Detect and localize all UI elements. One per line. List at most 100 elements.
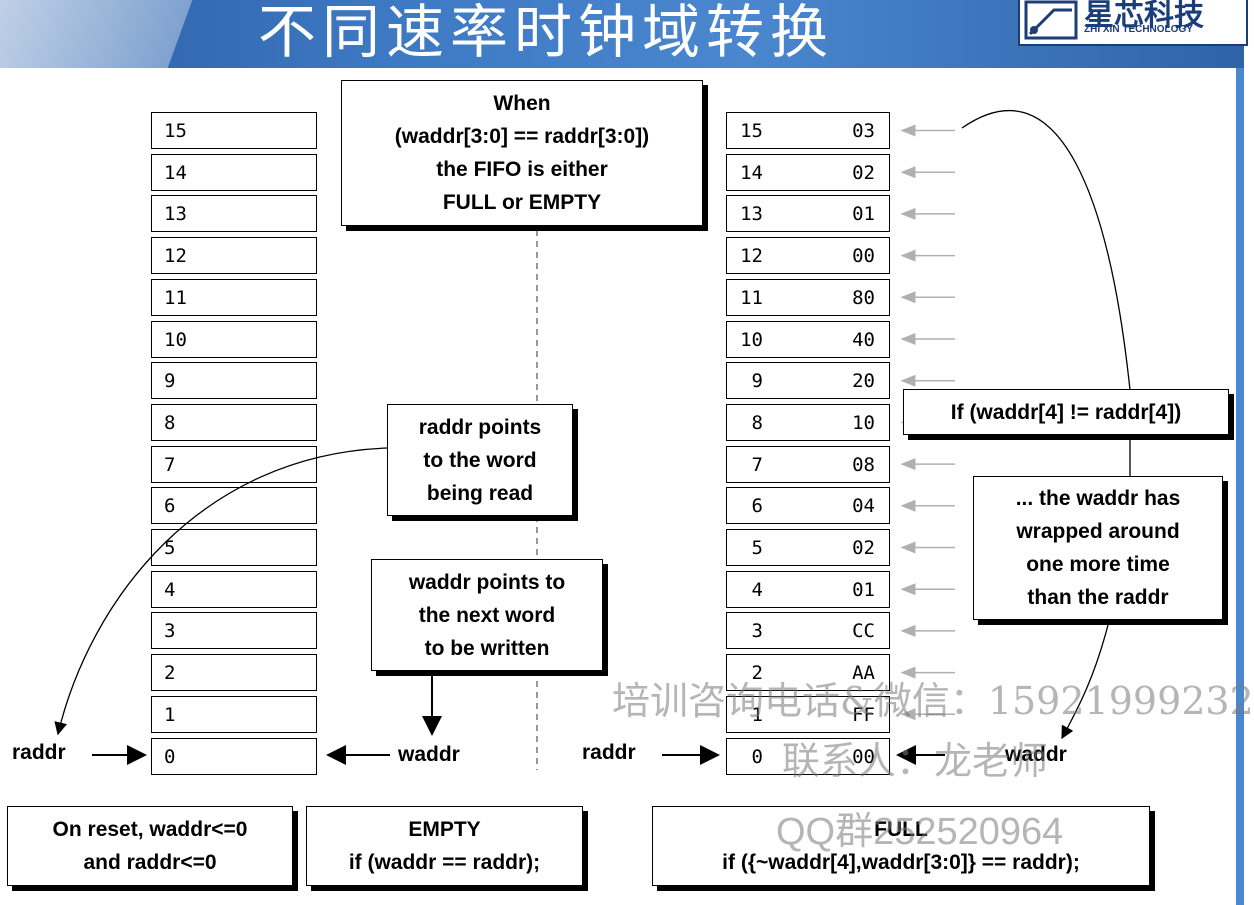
memory-cell: 14 xyxy=(151,153,317,191)
memory-cell: 8 xyxy=(151,403,317,441)
cell-address: 6 xyxy=(751,495,763,518)
box-line: if ({~waddr[4],waddr[3:0]} == raddr); xyxy=(722,851,1080,874)
cell-value: 80 xyxy=(852,286,875,309)
watermark-phone: 培训咨询电话&微信：15921999232 xyxy=(612,679,1254,723)
callout-line: being read xyxy=(426,481,534,505)
box-line: FULL xyxy=(874,818,928,841)
cell-address: 8 xyxy=(164,411,176,434)
cell-value: 03 xyxy=(852,120,875,142)
memory-cell: 0 xyxy=(151,737,317,775)
when-line: the FIFO is either xyxy=(436,158,608,181)
cell-address: 11 xyxy=(164,286,187,309)
memory-cell: 6 04 xyxy=(726,487,890,525)
cell-address: 10 xyxy=(740,328,763,351)
when-line: (waddr[3:0] == raddr[3:0]) xyxy=(394,125,650,148)
right-raddr-label: raddr xyxy=(582,741,636,764)
callout-line: to be written xyxy=(424,636,550,660)
cell-address: 12 xyxy=(740,245,763,268)
left-raddr-label: raddr xyxy=(12,741,66,764)
slide-title: 不同速率时钟域转换 xyxy=(258,0,835,66)
callout-line: raddr points xyxy=(418,415,542,439)
cell-value: 00 xyxy=(852,745,875,768)
cell-value: 02 xyxy=(852,161,875,184)
cell-address: 0 xyxy=(751,745,763,768)
memory-cell: 8 10 xyxy=(726,403,890,441)
msb-compare-callout: If (waddr[4] != raddr[4]) xyxy=(903,389,1229,435)
cell-address: 7 xyxy=(164,453,176,476)
cell-address: 13 xyxy=(740,203,763,226)
cell-address: 10 xyxy=(164,328,187,351)
cell-address: 11 xyxy=(740,286,763,309)
cell-value: 20 xyxy=(852,370,875,393)
memory-cell: 2 xyxy=(151,654,317,692)
cell-address: 12 xyxy=(164,245,187,268)
cell-address: 2 xyxy=(751,662,763,685)
box-line: On reset, waddr<=0 xyxy=(52,818,248,841)
memory-cell: 4 xyxy=(151,570,317,608)
cell-value: 08 xyxy=(852,453,875,476)
wrap-curve xyxy=(961,109,1131,391)
when-line: FULL or EMPTY xyxy=(442,191,602,214)
watermark-contact: 联系人：龙老师 xyxy=(782,739,1049,783)
box-line: EMPTY xyxy=(408,818,481,841)
memory-cell: 15 xyxy=(151,112,317,149)
callout-line: to the word xyxy=(423,448,537,472)
callout-line: wrapped around xyxy=(1016,520,1180,543)
cell-value: AA xyxy=(852,662,875,685)
cell-address: 5 xyxy=(751,537,763,559)
when-line: When xyxy=(493,92,551,115)
memory-cell: 13 xyxy=(151,195,317,233)
cell-address: 4 xyxy=(751,578,763,601)
company-logo: 星芯科技 ZHI XIN TECHNOLOGY xyxy=(1018,0,1248,46)
cell-address: 1 xyxy=(751,703,763,726)
callout-line: If (waddr[4] != raddr[4]) xyxy=(950,400,1182,424)
callout-line: than the raddr xyxy=(1027,586,1169,609)
cell-address: 6 xyxy=(164,495,176,518)
cell-address: 13 xyxy=(164,203,187,226)
cell-address: 4 xyxy=(164,578,176,601)
memory-cell: 14 02 xyxy=(726,153,890,191)
cell-address: 9 xyxy=(751,370,763,393)
cell-address: 3 xyxy=(164,620,176,643)
memory-cell: 3 xyxy=(151,612,317,650)
cell-value: 00 xyxy=(852,245,875,268)
callout-line: one more time xyxy=(1026,553,1170,576)
watermark-qq: QQ群252520964 xyxy=(776,811,1064,853)
raddr-curve-arrow xyxy=(54,447,388,736)
cell-value: 02 xyxy=(852,537,875,559)
callout-line: waddr points to xyxy=(408,570,566,594)
when-callout: When (waddr[3:0] == raddr[3:0]) the FIFO… xyxy=(341,80,703,226)
memory-cell: 5 xyxy=(151,529,317,566)
cell-address: 1 xyxy=(164,703,176,726)
raddr-points-callout: raddr points to the word being read xyxy=(387,404,573,516)
box-line: if (waddr == raddr); xyxy=(348,851,541,874)
left-waddr-label: waddr xyxy=(398,743,460,766)
cell-address: 2 xyxy=(164,662,176,685)
cell-address: 8 xyxy=(751,411,763,434)
cell-value: 10 xyxy=(852,411,875,434)
waddr-points-callout: waddr points to the next word to be writ… xyxy=(371,559,603,671)
logo-english-name: ZHI XIN TECHNOLOGY xyxy=(1084,24,1193,35)
cell-address: 3 xyxy=(751,620,763,643)
cell-address: 9 xyxy=(164,370,176,393)
right-waddr-label: waddr xyxy=(1005,743,1067,766)
memory-cell: 11 80 xyxy=(726,278,890,316)
cell-value: 40 xyxy=(852,328,875,351)
cell-address: 0 xyxy=(164,745,176,768)
cell-address: 14 xyxy=(740,161,763,184)
logo-chinese-name: 星芯科技 xyxy=(1084,0,1204,33)
callout-line: the next word xyxy=(418,603,556,627)
memory-cell: 9 20 xyxy=(726,362,890,400)
cell-value: 04 xyxy=(852,495,875,518)
cell-value: FF xyxy=(852,703,875,726)
memory-cell: 12 xyxy=(151,237,317,275)
memory-cell: 10 40 xyxy=(726,320,890,358)
memory-cell: 11 xyxy=(151,278,317,316)
cell-address: 15 xyxy=(164,120,187,142)
cell-value: 01 xyxy=(852,578,875,601)
memory-cell: 2 AA xyxy=(726,654,890,692)
